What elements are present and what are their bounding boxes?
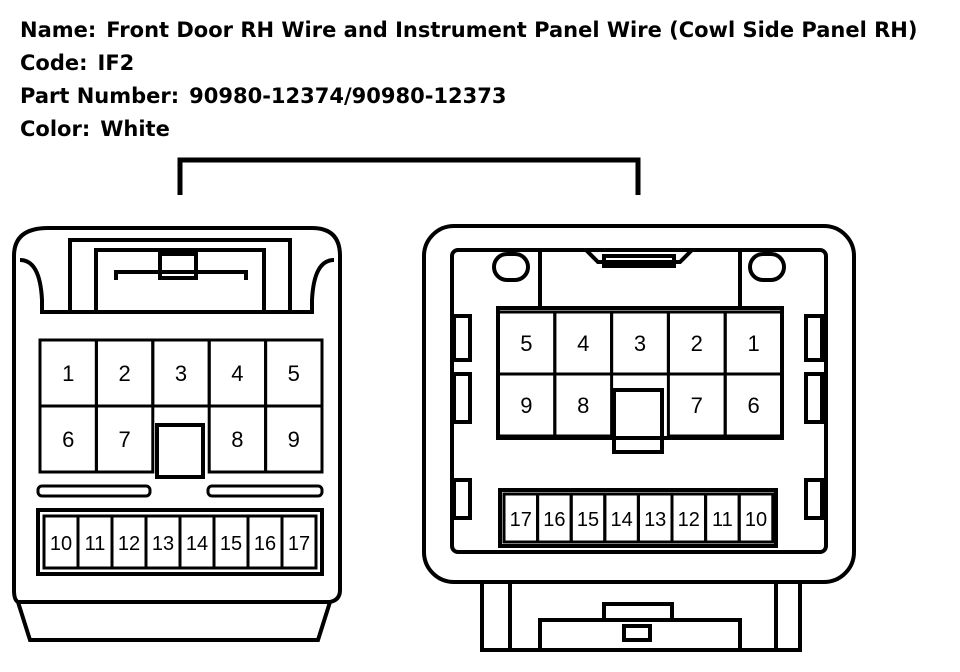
right-pin-2-label: 2 xyxy=(691,331,703,356)
left-pin-11-label: 11 xyxy=(85,533,106,555)
color-value: White xyxy=(100,117,170,141)
color-line: Color: White xyxy=(20,113,917,146)
right-pin-4-label: 4 xyxy=(577,331,589,356)
right-connector-oval-right xyxy=(748,252,786,282)
left-key-slot xyxy=(155,423,205,479)
right-pin-9-label: 9 xyxy=(520,393,532,418)
right-connector-latch xyxy=(480,582,802,652)
left-pin-12-label: 12 xyxy=(118,533,140,555)
code-label: Code: xyxy=(20,51,88,75)
part-number-line: Part Number: 90980-12374/90980-12373 xyxy=(20,80,917,113)
left-pin-7-label: 7 xyxy=(118,427,130,452)
left-pin-15-label: 15 xyxy=(220,533,242,555)
left-pin-2-label: 2 xyxy=(118,361,130,386)
left-connector-housing xyxy=(12,226,342,642)
right-connector xyxy=(422,224,856,652)
right-pin-13-label: 13 xyxy=(644,509,666,531)
right-side-tab-l1 xyxy=(452,314,472,362)
right-pin-15-label: 15 xyxy=(577,509,599,531)
right-pin-3-label: 3 xyxy=(634,331,646,356)
part-number-value: 90980-12374/90980-12373 xyxy=(189,84,507,108)
right-side-tab-r3 xyxy=(804,478,824,520)
right-key-slot xyxy=(612,388,664,454)
left-pin-1-label: 1 xyxy=(62,361,74,386)
right-pin-12-label: 12 xyxy=(678,509,700,531)
right-side-tab-r1 xyxy=(804,314,824,362)
left-connector-latch xyxy=(68,238,292,312)
right-side-tab-l2 xyxy=(452,372,472,424)
left-connector-lock-tab xyxy=(158,252,198,280)
name-line: Name: Front Door RH Wire and Instrument P… xyxy=(20,14,917,47)
left-lower-frame xyxy=(36,508,324,576)
right-side-tab-l3 xyxy=(452,478,472,520)
connector-info: Name: Front Door RH Wire and Instrument P… xyxy=(20,14,917,146)
left-pin-9-cell xyxy=(264,404,324,474)
pairing-bracket xyxy=(177,157,641,195)
name-label: Name: xyxy=(20,18,97,42)
right-pin-11-label: 11 xyxy=(712,509,733,531)
left-pin-13-label: 13 xyxy=(152,533,174,555)
right-pin-14-label: 14 xyxy=(610,509,632,531)
right-pin-10-cell xyxy=(737,492,775,544)
right-pin-6-cell xyxy=(723,372,784,438)
left-rail-right xyxy=(206,484,324,498)
right-pin-5-label: 5 xyxy=(520,331,532,356)
code-line: Code: IF2 xyxy=(20,47,917,80)
right-pin-7-label: 7 xyxy=(691,393,703,418)
name-value: Front Door RH Wire and Instrument Panel … xyxy=(106,18,918,42)
right-connector-housing xyxy=(422,224,856,584)
right-connector-top-notch xyxy=(538,248,742,310)
left-pin-16-label: 16 xyxy=(254,533,276,555)
left-pin-17-label: 17 xyxy=(288,533,310,555)
left-connector-inner-outline xyxy=(19,258,335,314)
right-connector-notch-bar xyxy=(602,254,676,268)
part-number-label: Part Number: xyxy=(20,84,180,108)
left-pin-10-label: 10 xyxy=(50,533,72,555)
left-connector-lock-base xyxy=(114,270,248,280)
left-pin-3-label: 3 xyxy=(175,361,187,386)
color-label: Color: xyxy=(20,117,91,141)
left-pin-17-cell xyxy=(280,514,318,570)
left-pin-5-label: 5 xyxy=(288,361,300,386)
left-connector xyxy=(12,226,342,642)
left-rail-left xyxy=(36,484,152,498)
right-pin-8-label: 8 xyxy=(577,393,589,418)
right-pin-1-label: 1 xyxy=(747,331,759,356)
right-pin-16-label: 16 xyxy=(543,509,565,531)
right-pin-6-label: 6 xyxy=(747,393,759,418)
left-pin-8-label: 8 xyxy=(231,427,243,452)
right-connector-latch-tab xyxy=(622,624,652,642)
right-pin-17-label: 17 xyxy=(510,509,532,531)
left-pin-4-label: 4 xyxy=(231,361,243,386)
left-pin-7-cell xyxy=(94,404,155,474)
left-pin-9-label: 9 xyxy=(288,427,300,452)
right-lower-frame xyxy=(498,488,778,548)
left-pin-6-label: 6 xyxy=(62,427,74,452)
left-connector-latch-inner xyxy=(94,248,266,312)
right-connector-oval-left xyxy=(492,252,530,282)
code-value: IF2 xyxy=(97,51,135,75)
right-side-tab-r2 xyxy=(804,372,824,424)
left-pin-14-label: 14 xyxy=(186,533,208,555)
right-pin-10-label: 10 xyxy=(745,509,767,531)
right-pin-8-cell xyxy=(553,372,614,438)
